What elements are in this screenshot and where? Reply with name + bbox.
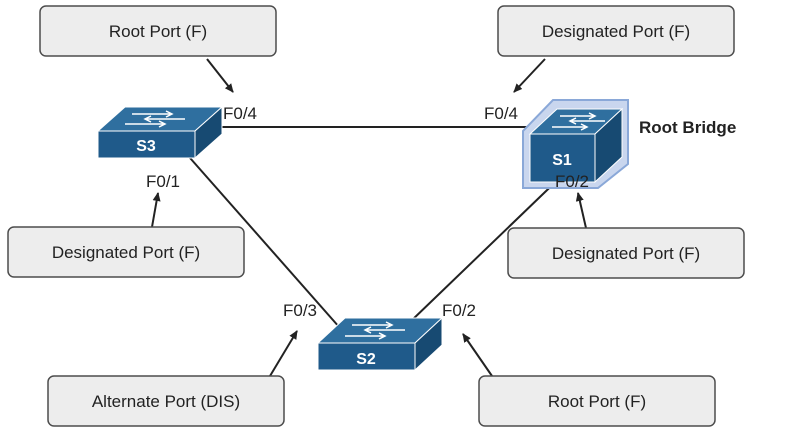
arrow-top-left — [206, 58, 234, 93]
port-label-s2-f02: F0/2 — [442, 301, 476, 320]
callout-top-right-label: Designated Port (F) — [542, 22, 690, 41]
link-s3-s2 — [182, 149, 341, 329]
callout-mid-left: Designated Port (F) — [7, 226, 245, 278]
callout-mid-right-label: Designated Port (F) — [552, 244, 700, 263]
callout-top-left-label: Root Port (F) — [109, 22, 207, 41]
switch-s3: S3 — [96, 105, 224, 160]
link-s1-s2 — [409, 167, 571, 323]
arrow-mid-left — [151, 192, 161, 228]
arrow-bottom-right — [462, 333, 493, 377]
callout-top-right: Designated Port (F) — [497, 5, 735, 57]
callout-bottom-left-label: Alternate Port (DIS) — [92, 392, 240, 411]
arrow-bottom-left — [269, 330, 298, 377]
switch-s2: S2 — [316, 316, 444, 372]
switch-arrows-icon — [345, 321, 405, 340]
switch-arrows-icon — [552, 112, 605, 131]
switch-s1-label: S1 — [552, 152, 572, 169]
port-label-s1-f02: F0/2 — [555, 172, 589, 191]
callout-bottom-left: Alternate Port (DIS) — [47, 375, 285, 427]
callout-top-left: Root Port (F) — [39, 5, 277, 57]
port-label-s3-f01: F0/1 — [146, 172, 180, 191]
root-bridge-label: Root Bridge — [639, 118, 736, 137]
arrow-mid-right — [575, 192, 587, 229]
arrow-top-right — [513, 58, 546, 93]
port-label-s2-f03: F0/3 — [283, 301, 317, 320]
switch-s3-label: S3 — [136, 138, 156, 155]
switch-arrows-icon — [125, 110, 185, 128]
port-label-s3-f04: F0/4 — [223, 104, 257, 123]
callout-bottom-right: Root Port (F) — [478, 375, 716, 427]
switch-s1: S1 — [522, 99, 629, 189]
callout-mid-left-label: Designated Port (F) — [52, 243, 200, 262]
switch-s2-label: S2 — [356, 351, 376, 368]
port-label-s1-f04: F0/4 — [484, 104, 518, 123]
callout-bottom-right-label: Root Port (F) — [548, 392, 646, 411]
callout-mid-right: Designated Port (F) — [507, 227, 745, 279]
